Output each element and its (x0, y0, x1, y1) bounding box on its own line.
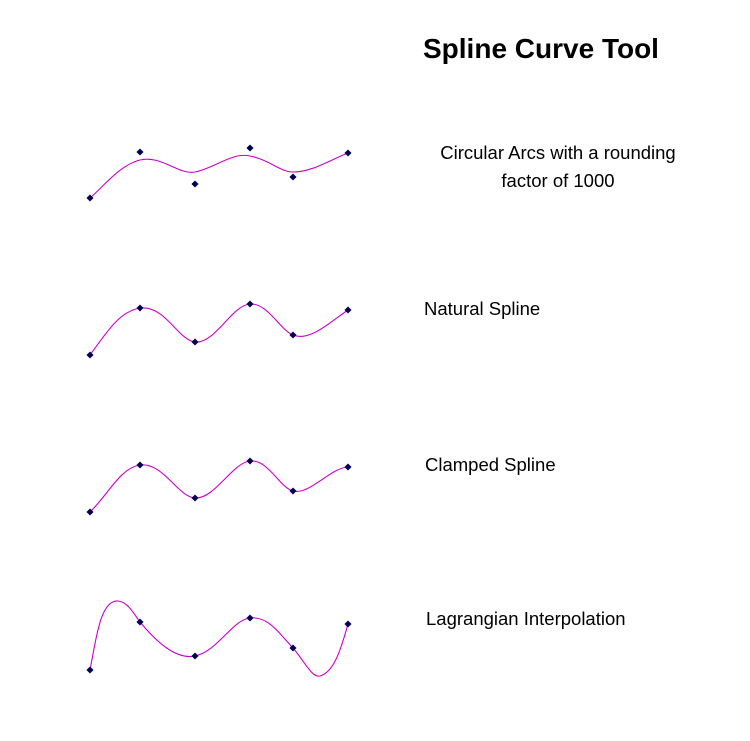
control-point[interactable] (136, 304, 144, 312)
label-line: Circular Arcs with a rounding (440, 142, 676, 163)
label-circular-arcs: Circular Arcs with a rounding factor of … (420, 139, 696, 195)
control-points-circular-arcs (86, 144, 352, 202)
control-point[interactable] (191, 180, 199, 188)
control-point[interactable] (136, 461, 144, 469)
control-point[interactable] (289, 173, 297, 181)
label-line: Clamped Spline (425, 454, 556, 475)
control-point[interactable] (136, 618, 144, 626)
control-point[interactable] (86, 194, 94, 202)
label-line: factor of 1000 (501, 170, 615, 191)
control-point[interactable] (344, 149, 352, 157)
control-point[interactable] (246, 614, 254, 622)
control-points-clamped-spline (86, 457, 352, 516)
control-point[interactable] (289, 331, 297, 339)
curve-natural-spline (89, 303, 349, 356)
panel-clamped-spline (86, 457, 352, 516)
curve-circular-arcs (89, 152, 349, 199)
control-point[interactable] (289, 644, 297, 652)
label-natural-spline: Natural Spline (424, 295, 540, 323)
control-point[interactable] (344, 620, 352, 628)
control-point[interactable] (191, 494, 199, 502)
page-title: Spline Curve Tool (423, 33, 659, 64)
curve-clamped-spline (89, 460, 349, 513)
panel-natural-spline (86, 300, 352, 359)
label-line: Lagrangian Interpolation (426, 608, 626, 629)
control-point[interactable] (86, 351, 94, 359)
control-point[interactable] (344, 463, 352, 471)
control-point[interactable] (191, 338, 199, 346)
control-point[interactable] (344, 306, 352, 314)
control-point[interactable] (86, 666, 94, 674)
control-point[interactable] (289, 487, 297, 495)
panel-circular-arcs (86, 144, 352, 202)
control-point[interactable] (136, 148, 144, 156)
control-point[interactable] (246, 457, 254, 465)
curve-lagrangian (89, 600, 349, 677)
control-point[interactable] (246, 144, 254, 152)
panel-lagrangian (86, 600, 352, 677)
control-point[interactable] (191, 652, 199, 660)
control-point[interactable] (86, 508, 94, 516)
control-point[interactable] (246, 300, 254, 308)
label-lagrangian: Lagrangian Interpolation (426, 605, 626, 633)
label-clamped-spline: Clamped Spline (425, 451, 556, 479)
control-points-lagrangian (86, 614, 352, 674)
label-line: Natural Spline (424, 298, 541, 319)
control-points-natural-spline (86, 300, 352, 359)
